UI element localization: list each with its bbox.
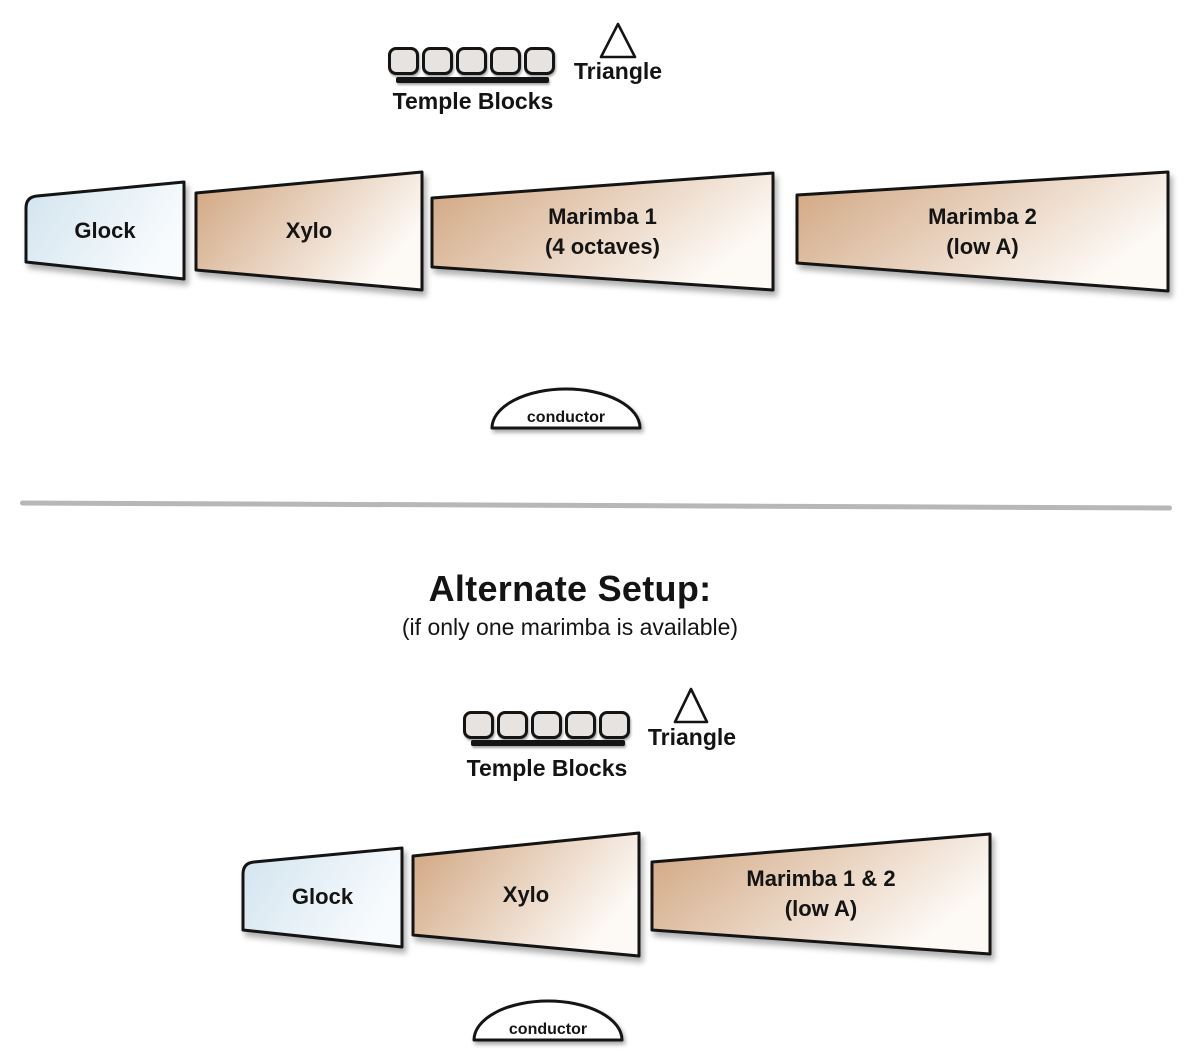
conductor-shape: conductor xyxy=(490,386,642,432)
temple-block xyxy=(422,47,453,75)
xylo-shape: Xylo xyxy=(411,831,641,958)
temple-block xyxy=(599,711,630,739)
marimba-2-label: Marimba 2 xyxy=(928,203,1037,229)
temple-block xyxy=(388,47,419,75)
marimba-1-sublabel: (4 octaves) xyxy=(545,233,660,259)
xylo-label: Xylo xyxy=(285,218,333,244)
alternate-setup-heading: Alternate Setup: xyxy=(428,568,712,609)
glock-label: Glock xyxy=(74,218,136,244)
glock-shape: Glock xyxy=(240,845,405,949)
marimba-1-2-label: Marimba 1 & 2 xyxy=(746,865,896,891)
triangle-icon xyxy=(672,685,710,725)
temple-block xyxy=(524,47,555,75)
temple-blocks-bar xyxy=(471,740,625,746)
temple-block xyxy=(463,711,494,739)
marimba-1-2-sublabel: (low A) xyxy=(784,895,858,921)
marimba-2-shape: Marimba 2 (low A) xyxy=(795,170,1170,293)
xylo-label: Xylo xyxy=(502,881,550,907)
temple-blocks-icon xyxy=(388,47,555,75)
temple-blocks-icon xyxy=(463,711,630,739)
temple-block xyxy=(456,47,487,75)
temple-block xyxy=(565,711,596,739)
conductor-shape: conductor xyxy=(472,998,624,1044)
xylo-shape: Xylo xyxy=(194,170,424,292)
section-divider xyxy=(19,500,1173,511)
marimba-1-shape: Marimba 1 (4 octaves) xyxy=(430,171,775,292)
glock-shape: Glock xyxy=(23,180,187,282)
temple-blocks-bar xyxy=(396,77,549,83)
marimba-2-sublabel: (low A) xyxy=(946,233,1019,259)
marimba-1-label: Marimba 1 xyxy=(548,203,657,229)
conductor-label: conductor xyxy=(508,1021,588,1038)
conductor-label: conductor xyxy=(526,409,606,426)
temple-block xyxy=(497,711,528,739)
temple-block xyxy=(490,47,521,75)
temple-blocks-label: Temple Blocks xyxy=(466,755,628,781)
triangle-icon xyxy=(598,20,638,60)
alternate-setup-subheading: (if only one marimba is available) xyxy=(401,614,739,640)
temple-block xyxy=(531,711,562,739)
marimba-1-2-shape: Marimba 1 & 2 (low A) xyxy=(650,831,992,956)
glock-label: Glock xyxy=(291,884,354,910)
temple-blocks-label: Temple Blocks xyxy=(392,88,554,114)
triangle-label: Triangle xyxy=(647,724,737,750)
triangle-label: Triangle xyxy=(573,58,663,84)
